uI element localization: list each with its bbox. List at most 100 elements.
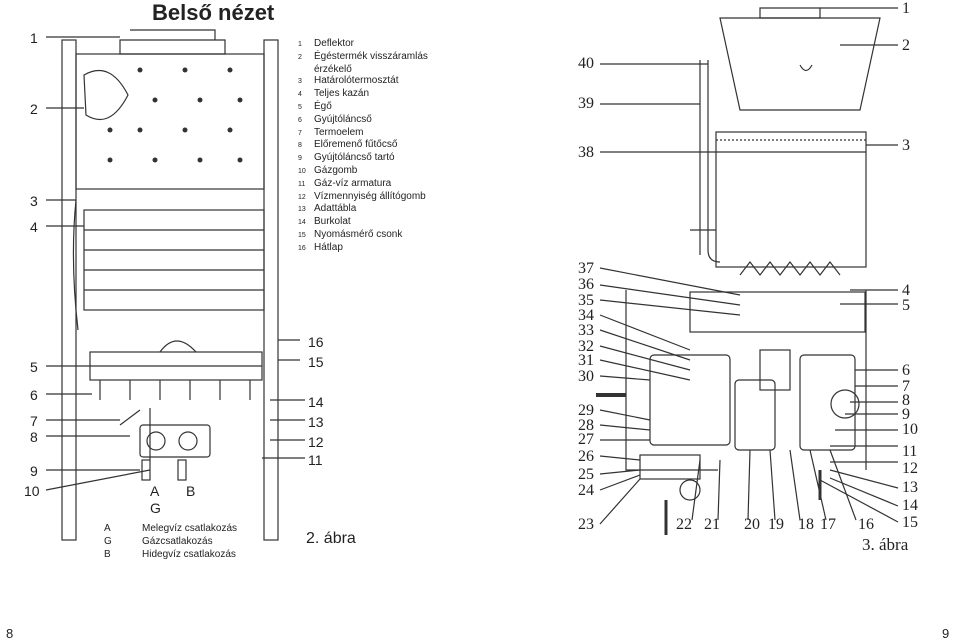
legend-text: Burkolat: [314, 216, 351, 228]
legend-item: 2 Égéstermék visszáramlás: [298, 51, 428, 64]
fig3-label-18: 18: [798, 516, 814, 533]
page-title: Belső nézet: [152, 0, 275, 25]
connection-text: Melegvíz csatlakozás: [142, 523, 238, 534]
legend-number: 16: [298, 244, 306, 252]
legend-number: 2: [298, 53, 302, 61]
fig2-label-10: 10: [24, 483, 40, 499]
legend-text: Égéstermék visszáramlás: [314, 50, 428, 62]
fig2-conn-G: G: [150, 500, 161, 516]
legend-text: Vízmennyiség állítógomb: [314, 190, 426, 202]
fig3-label-6: 6: [902, 362, 910, 379]
legend-text: Gázgomb: [314, 164, 358, 176]
fig3-label-12: 12: [902, 460, 918, 477]
connection-item: G Gázcsatlakozás: [104, 535, 237, 548]
fig2-label-6: 6: [30, 387, 38, 403]
fig3-label-19: 19: [768, 516, 784, 533]
fig3-label-27: 27: [578, 431, 594, 448]
fig3-label-31: 31: [578, 352, 594, 369]
legend-text: Gyújtóláncső: [314, 113, 372, 125]
legend-item: 1 Deflektor: [298, 38, 428, 51]
fig2-conn-B: B: [186, 483, 196, 499]
fig2-label-3: 3: [30, 193, 38, 209]
fig3-label-2: 2: [902, 37, 910, 54]
fig3-label-7: 7: [902, 378, 910, 395]
legend-text: Határolótermosztát: [314, 75, 399, 87]
legend-item: 14 Burkolat: [298, 216, 428, 229]
connection-key: G: [104, 536, 112, 547]
connection-item: B Hidegvíz csatlakozás: [104, 548, 237, 561]
fig3-label-34: 34: [578, 307, 594, 324]
fig3-label-35: 35: [578, 292, 594, 309]
fig3-label-10: 10: [902, 421, 918, 438]
fig2-label-15: 15: [308, 354, 324, 370]
legend-text: érzékelő: [314, 63, 352, 75]
legend-number: 4: [298, 91, 302, 99]
fig2-label-16: 16: [308, 334, 324, 350]
legend-item: 6 Gyújtóláncső: [298, 114, 428, 127]
connection-text: Gázcsatlakozás: [142, 536, 213, 547]
fig3-label-11: 11: [902, 443, 918, 460]
fig2-label-14: 14: [308, 394, 324, 410]
legend-number: 12: [298, 193, 306, 201]
fig3-label-21: 21: [704, 516, 720, 533]
legend-number: 6: [298, 116, 302, 124]
page-number-right: 9: [942, 626, 950, 641]
legend-number: 9: [298, 155, 302, 163]
fig3-label-8: 8: [902, 392, 910, 409]
fig2-caption: 2. ábra: [306, 530, 356, 547]
fig2-label-8: 8: [30, 429, 38, 445]
fig3-label-14: 14: [902, 497, 918, 514]
fig2-label-5: 5: [30, 359, 38, 375]
legend-item: 12 Vízmennyiség állítógomb: [298, 191, 428, 204]
fig3-label-25: 25: [578, 466, 594, 483]
legend-text: Gyújtóláncső tartó: [314, 152, 395, 164]
legend-text: Nyomásmérő csonk: [314, 228, 403, 240]
fig2-label-9: 9: [30, 463, 38, 479]
fig2-label-2: 2: [30, 101, 38, 117]
fig3-label-28: 28: [578, 417, 594, 434]
connection-item: A Melegvíz csatlakozás: [104, 522, 237, 535]
legend-number: 8: [298, 142, 302, 150]
connection-key: B: [104, 549, 111, 560]
connection-text: Hidegvíz csatlakozás: [142, 549, 236, 560]
legend-number: 1: [298, 41, 302, 48]
fig3-label-16: 16: [858, 516, 874, 533]
fig3-label-37: 37: [578, 260, 594, 277]
legend-number: 14: [298, 219, 306, 227]
fig3-caption: 3. ábra: [862, 535, 909, 554]
fig2-label-13: 13: [308, 414, 324, 430]
legend-text: Termoelem: [314, 126, 364, 138]
connection-key: A: [104, 523, 111, 534]
fig2-conn-A: A: [150, 483, 160, 499]
fig2-label-11: 11: [308, 452, 323, 468]
legend-number: 15: [298, 231, 306, 239]
fig2-label-7: 7: [30, 413, 38, 429]
fig2-label-12: 12: [308, 434, 324, 450]
figure-2-drawing: [45, 29, 305, 541]
legend-text: Gáz-víz armatura: [314, 177, 392, 189]
fig3-label-33: 33: [578, 322, 594, 339]
fig3-label-20: 20: [744, 516, 760, 533]
fig3-label-4: 4: [902, 282, 910, 299]
fig3-label-5: 5: [902, 297, 910, 314]
fig3-label-32: 32: [578, 338, 594, 355]
fig3-label-39: 39: [578, 95, 594, 112]
legend-number: 11: [298, 180, 306, 188]
fig3-label-23: 23: [578, 516, 594, 533]
legend-number: 5: [298, 103, 302, 111]
fig3-label-40: 40: [578, 55, 594, 72]
fig3-label-3: 3: [902, 137, 910, 154]
legend-item: 11 Gáz-víz armatura: [298, 178, 428, 191]
figure-3-drawing: [596, 7, 899, 535]
fig3-label-17: 17: [820, 516, 836, 533]
fig2-label-4: 4: [30, 219, 38, 235]
legend-text: Deflektor: [314, 38, 355, 49]
fig3-label-36: 36: [578, 276, 594, 293]
